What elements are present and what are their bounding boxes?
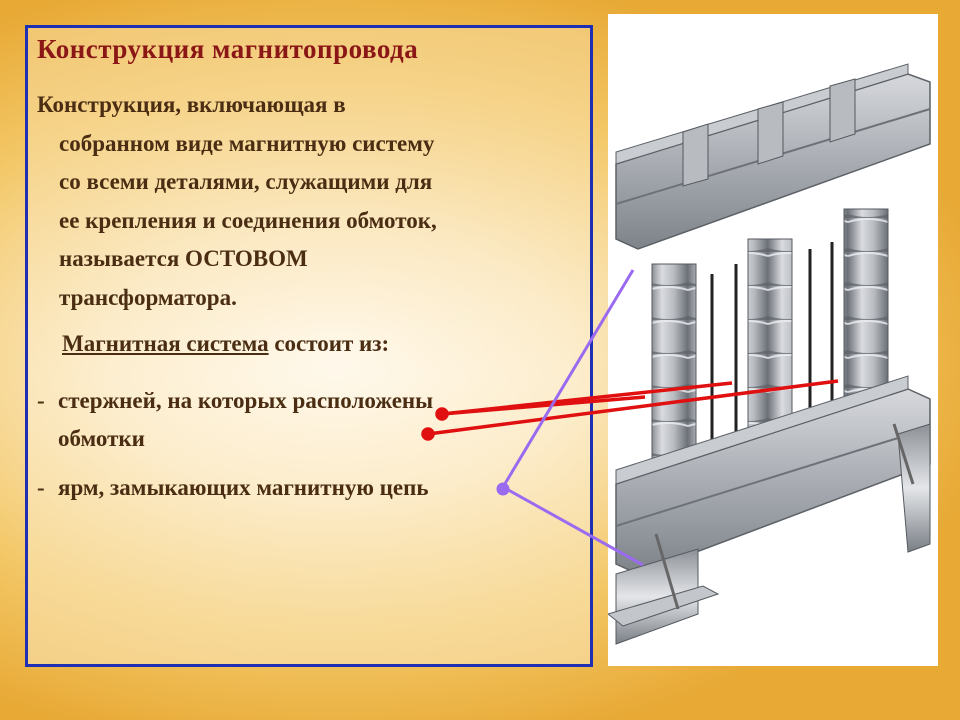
paragraph-line: ее крепления и соединения обмоток, xyxy=(59,207,437,233)
paragraph-line: со всеми деталями, служащими для xyxy=(59,169,433,194)
paragraph-line: Конструкция, включающая в xyxy=(37,92,346,117)
subheading-underlined: Магнитная система xyxy=(62,331,269,356)
magnetic-system-subheading: Магнитная система состоит из: xyxy=(62,331,389,357)
definition-paragraph: Конструкция, включающая в собранном виде… xyxy=(37,86,582,317)
bullet-dash: - xyxy=(37,388,45,413)
bullet-rods: - стержней, на которых расположены обмот… xyxy=(37,382,597,462)
paragraph-line: называется ОСТОВОМ xyxy=(59,246,308,271)
transformer-core-drawing xyxy=(606,63,931,645)
transformer-core-image xyxy=(606,14,938,666)
slide-title: Конструкция магнитопровода xyxy=(37,34,419,64)
bullet-yokes-text: ярм, замыкающих магнитную цепь xyxy=(58,475,429,500)
bullet-rods-line1: стержней, на которых расположены xyxy=(58,388,434,413)
bullet-yokes: - ярм, замыкающих магнитную цепь xyxy=(37,469,597,509)
paragraph-line: собранном виде магнитную систему xyxy=(59,130,435,156)
subheading-rest: состоит из: xyxy=(268,331,390,356)
text-box xyxy=(25,25,593,667)
bullet-dash: - xyxy=(37,475,45,500)
paragraph-line: трансформатора. xyxy=(59,284,237,310)
bullet-rods-line2: обмотки xyxy=(58,426,145,451)
